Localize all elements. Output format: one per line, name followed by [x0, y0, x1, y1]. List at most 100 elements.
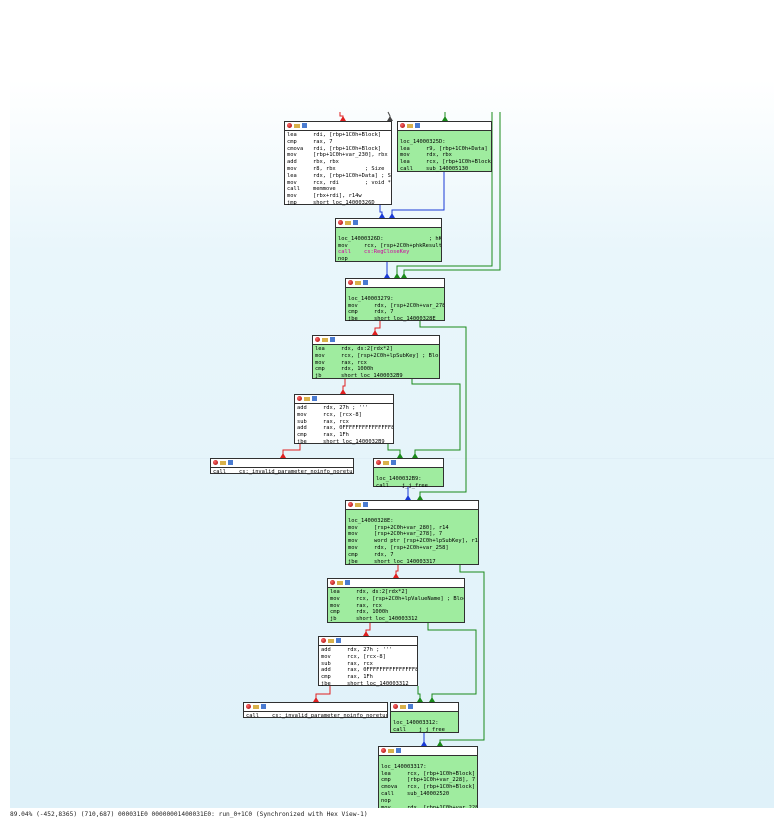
- zoom-icon[interactable]: [415, 123, 420, 128]
- graph-icon[interactable]: [355, 281, 361, 285]
- arrowhead: [389, 213, 395, 218]
- code-block-loc-1400032B9[interactable]: loc_1400032B9:call j_j_free: [373, 458, 444, 489]
- block-code: add rdx, 27h ; '''mov rcx, [rcx-8]sub ra…: [321, 647, 417, 687]
- graph-icon[interactable]: [345, 221, 351, 225]
- arrowhead: [363, 631, 369, 636]
- block-header: [374, 459, 443, 468]
- arrowhead: [384, 273, 390, 278]
- arrowhead: [397, 453, 403, 458]
- block-code: add rdx, 27h ; '''mov rcx, [rcx-8]sub ra…: [297, 405, 393, 445]
- block-header: [346, 501, 478, 510]
- graph-edges: [280, 111, 501, 746]
- arrowhead: [340, 389, 346, 394]
- block-code: loc_14000325D:lea r9, [rbp+1C0h+Data]mov…: [400, 138, 491, 172]
- graph-icon[interactable]: [304, 397, 310, 401]
- edge-right-green2: [396, 112, 493, 278]
- arrowhead: [394, 273, 400, 278]
- arrowhead: [340, 116, 346, 121]
- block-code: call cs:_invalid_parameter_noinfo_noretu…: [213, 469, 353, 475]
- code-block-free-subkey[interactable]: lea rdx, ds:2[rdx*2]mov rcx, [rsp+2C0h+l…: [312, 335, 440, 379]
- block-header: [319, 637, 417, 646]
- graph-icon[interactable]: [294, 124, 300, 128]
- graph-icon[interactable]: [337, 581, 343, 585]
- arrowhead: [417, 697, 423, 702]
- block-code: loc_14000328E:mov [rsp+2C0h+var_280], r1…: [348, 517, 478, 565]
- graph-icon[interactable]: [253, 705, 259, 709]
- graph-icon[interactable]: [388, 749, 394, 753]
- arrowhead: [405, 495, 411, 500]
- block-header: [398, 122, 491, 131]
- color-icon[interactable]: [315, 337, 320, 342]
- zoom-icon[interactable]: [363, 280, 368, 285]
- block-code: loc_140003279:mov rdx, [rsp+2C0h+var_278…: [348, 295, 444, 323]
- zoom-icon[interactable]: [261, 704, 266, 709]
- block-header: [336, 219, 441, 228]
- block-header: [313, 336, 439, 345]
- block-header: [244, 703, 387, 712]
- graph-icon[interactable]: [407, 124, 413, 128]
- code-block-aligned-check-2[interactable]: add rdx, 27h ; '''mov rcx, [rcx-8]sub ra…: [318, 636, 418, 687]
- block-header: [295, 395, 393, 404]
- code-block-free-valuename[interactable]: lea rdx, ds:2[rdx*2]mov rcx, [rsp+2C0h+l…: [327, 578, 465, 623]
- zoom-icon[interactable]: [363, 502, 368, 507]
- color-icon[interactable]: [348, 502, 353, 507]
- zoom-icon[interactable]: [396, 748, 401, 753]
- graph-icon[interactable]: [355, 503, 361, 507]
- color-icon[interactable]: [213, 460, 218, 465]
- color-icon[interactable]: [338, 220, 343, 225]
- zoom-icon[interactable]: [330, 337, 335, 342]
- zoom-icon[interactable]: [345, 580, 350, 585]
- zoom-icon[interactable]: [336, 638, 341, 643]
- color-icon[interactable]: [297, 396, 302, 401]
- block-code: call cs:_invalid_parameter_noinfo_noretu…: [246, 713, 387, 719]
- block-code: loc_1400032B9:call j_j_free: [376, 475, 428, 489]
- color-icon[interactable]: [246, 704, 251, 709]
- zoom-icon[interactable]: [228, 460, 233, 465]
- code-block-loc-140003312[interactable]: loc_140003312:call j_j_free: [390, 702, 459, 733]
- graph-icon[interactable]: [220, 461, 226, 465]
- arrowhead: [387, 116, 393, 121]
- zoom-icon[interactable]: [302, 123, 307, 128]
- color-icon[interactable]: [393, 704, 398, 709]
- block-code: lea rdx, ds:2[rdx*2]mov rcx, [rsp+2C0h+l…: [315, 346, 439, 380]
- color-icon[interactable]: [348, 280, 353, 285]
- block-header: [379, 747, 477, 756]
- zoom-icon[interactable]: [353, 220, 358, 225]
- block-header: [328, 579, 464, 588]
- arrowhead: [393, 573, 399, 578]
- arrowhead: [417, 495, 423, 500]
- arrowhead: [379, 213, 385, 218]
- status-bar: 89.04% (-452,8365) (710,687) 000031E0 00…: [0, 808, 784, 829]
- color-icon[interactable]: [400, 123, 405, 128]
- color-icon[interactable]: [287, 123, 292, 128]
- code-block-loc-140003279[interactable]: loc_140003279:mov rdx, [rsp+2C0h+var_278…: [345, 278, 445, 323]
- color-icon[interactable]: [330, 580, 335, 585]
- edge-n5-n8: [411, 379, 461, 458]
- color-icon[interactable]: [321, 638, 326, 643]
- code-block-loc-140003317[interactable]: loc_140003317:lea rcx, [rbp+1C0h+Block]c…: [378, 746, 478, 811]
- zoom-icon[interactable]: [312, 396, 317, 401]
- graph-icon[interactable]: [328, 639, 334, 643]
- block-header: [285, 122, 391, 131]
- code-block-invalid-param-2[interactable]: call cs:_invalid_parameter_noinfo_noretu…: [243, 702, 388, 719]
- code-block-invalid-param[interactable]: call cs:_invalid_parameter_noinfo_noretu…: [210, 458, 354, 475]
- arrowhead: [429, 697, 435, 702]
- arrowhead: [401, 273, 407, 278]
- code-block-loc-14000325D[interactable]: loc_14000325D:lea r9, [rbp+1C0h+Data]mov…: [397, 121, 492, 172]
- zoom-icon[interactable]: [408, 704, 413, 709]
- graph-icon[interactable]: [400, 705, 406, 709]
- zoom-icon[interactable]: [391, 460, 396, 465]
- graph-icon[interactable]: [383, 461, 389, 465]
- code-block-aligned-check[interactable]: add rdx, 27h ; '''mov rcx, [rcx-8]sub ra…: [294, 394, 394, 445]
- arrowhead: [280, 453, 286, 458]
- arrowhead: [437, 741, 443, 746]
- block-code: loc_140003312:call j_j_free: [393, 719, 445, 733]
- block-code: lea rdx, ds:2[rdx*2]mov rcx, [rsp+2C0h+l…: [330, 589, 464, 623]
- color-icon[interactable]: [376, 460, 381, 465]
- color-icon[interactable]: [381, 748, 386, 753]
- edge-n10-n13: [427, 623, 477, 702]
- graph-icon[interactable]: [322, 338, 328, 342]
- code-block-loc-14000328E[interactable]: loc_14000328E:mov [rsp+2C0h+var_280], r1…: [345, 500, 479, 565]
